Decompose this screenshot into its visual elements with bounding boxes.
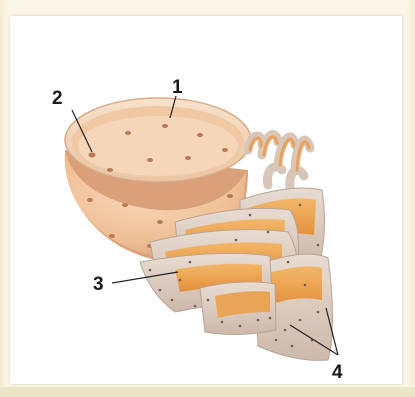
- label-1: 1: [172, 77, 183, 98]
- label-2: 2: [52, 88, 63, 109]
- label-4: 4: [332, 362, 343, 383]
- label-3: 3: [93, 274, 104, 295]
- tubular-er: [248, 135, 310, 188]
